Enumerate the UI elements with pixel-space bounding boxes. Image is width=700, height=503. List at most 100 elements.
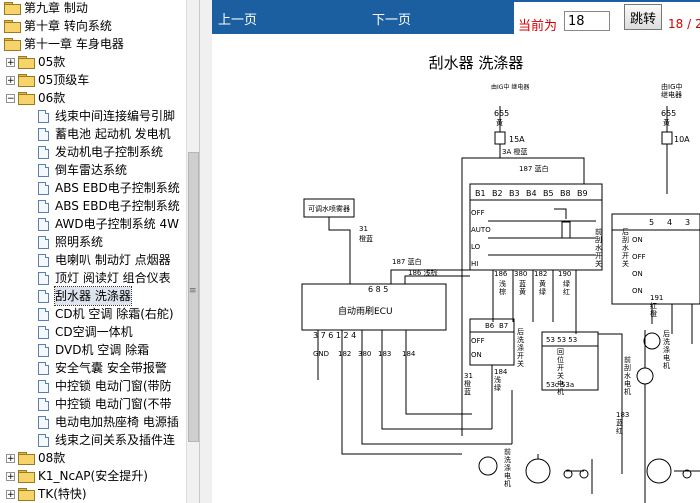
diagram-label: 187 蓝白 xyxy=(519,164,549,173)
document-icon xyxy=(38,343,49,357)
document-icon xyxy=(38,181,49,195)
tree-item-label: 线束之间关系及插件连 xyxy=(55,433,176,447)
tree-document[interactable]: 倒车雷达系统 xyxy=(38,161,127,179)
tree-item-label: TK(特快) xyxy=(38,487,87,501)
tree-document[interactable]: 中控锁 电动门窗(带防 xyxy=(38,377,172,395)
diagram-label: 380 xyxy=(358,350,371,358)
tree-item-label: 线束中间连接编号引脚 xyxy=(55,109,176,123)
expand-icon[interactable]: + xyxy=(6,489,15,500)
diagram-vertical-label: 红橙 xyxy=(650,301,657,318)
diagram-label: 橙蓝 xyxy=(359,234,373,243)
tree-document[interactable]: 中控锁 电动门窗(不带 xyxy=(38,395,172,413)
folder-icon xyxy=(4,20,21,33)
tree-document[interactable]: 安全气囊 安全带报警 xyxy=(38,359,167,377)
tree-document[interactable]: 照明系统 xyxy=(38,233,103,251)
expand-icon[interactable]: + xyxy=(6,57,15,68)
document-icon xyxy=(38,361,49,375)
tree-document[interactable]: 刮水器 洗涤器 xyxy=(38,286,132,306)
diagram-vertical-label: 前刮水开关 xyxy=(595,227,602,268)
tree-folder[interactable]: −06款 xyxy=(6,89,65,107)
tree-document[interactable]: 顶灯 阅读灯 组合仪表 xyxy=(38,269,171,287)
switch-column-label: B8 xyxy=(560,189,571,198)
expand-icon[interactable]: + xyxy=(6,453,15,464)
diagram-vertical-label: 前洗涤电机 xyxy=(504,447,511,488)
switch-column-label: B9 xyxy=(577,189,588,198)
switch-row-label: LO xyxy=(471,243,481,251)
tree-document[interactable]: 发动机电子控制系统 xyxy=(38,143,163,161)
diagram-vertical-label: 黄绿 xyxy=(539,279,546,296)
diagram-label: GND xyxy=(313,350,329,358)
tree-item-label: 中控锁 电动门窗(不带 xyxy=(55,397,172,411)
document-icon xyxy=(38,217,49,231)
tree-folder[interactable]: 第十一章 车身电器 xyxy=(4,35,124,53)
document-icon xyxy=(38,397,49,411)
tree-folder[interactable]: 第九章 制动 xyxy=(4,0,88,17)
tree-folder[interactable]: + K1_NcAP(安全提升) xyxy=(6,467,148,485)
tree-item-label: K1_NcAP(安全提升) xyxy=(38,469,148,483)
page-number-input[interactable] xyxy=(564,11,610,31)
tree-document[interactable]: CD空调一体机 xyxy=(38,323,133,341)
switch-column-label: 5 xyxy=(649,218,654,227)
page-jump-panel: 当前为 跳转 18 / 2 xyxy=(514,2,700,34)
tree-document[interactable]: 线束中间连接编号引脚 xyxy=(38,107,175,125)
document-icon xyxy=(38,379,49,393)
diagram-vertical-label: 蓝黄 xyxy=(519,279,526,296)
switch-row-label: ON xyxy=(632,270,643,278)
tree-item-label: 08款 xyxy=(38,451,66,465)
tree-document[interactable]: 蓄电池 起动机 发电机 xyxy=(38,125,171,143)
diagram-label: 190 xyxy=(558,270,571,278)
diagram-vertical-label: 浅绿 xyxy=(494,375,501,392)
go-button[interactable]: 跳转 xyxy=(624,4,662,30)
document-icon xyxy=(38,199,49,213)
scrollbar-thumb[interactable] xyxy=(188,152,199,442)
document-icon xyxy=(38,433,49,447)
switch-row-label: OFF xyxy=(471,209,485,217)
tree-item-label: 第九章 制动 xyxy=(24,1,88,15)
tree-document[interactable]: ABS EBD电子控制系统 xyxy=(38,179,180,197)
diagram-vertical-label: 后刮水开关 xyxy=(622,227,629,268)
collapse-icon[interactable]: − xyxy=(6,93,15,104)
folder-icon xyxy=(18,74,35,87)
document-icon xyxy=(38,163,49,177)
tree-item-label: 05顶级车 xyxy=(38,73,90,87)
tree-folder[interactable]: +05款 xyxy=(6,53,65,71)
expand-icon[interactable]: + xyxy=(6,75,15,86)
tree-document[interactable]: 电喇叭 制动灯 点烟器 xyxy=(38,251,171,269)
tree-item-label: 发动机电子控制系统 xyxy=(55,145,164,159)
navigation-bar: 上一页 下一页 当前为 跳转 18 / 2 xyxy=(212,0,700,34)
switch-column-label: B3 xyxy=(509,189,520,198)
tree-item-label: 刮水器 洗涤器 xyxy=(54,286,132,306)
tree-item-label: 倒车雷达系统 xyxy=(55,163,128,177)
scrollbar-grip-icon: ≡ xyxy=(189,286,197,296)
switch-column-label: 3 xyxy=(685,218,690,227)
tree-folder[interactable]: 第十章 转向系统 xyxy=(4,17,112,35)
diagram-vertical-label: 后洗涤开关 xyxy=(517,327,524,368)
diagram-label: 191 xyxy=(650,294,663,302)
diagram-label: 6 8 5 xyxy=(368,285,388,294)
tree-document[interactable]: ABS EBD电子控制系统 xyxy=(38,197,180,215)
document-icon xyxy=(38,415,49,429)
document-icon xyxy=(38,127,49,141)
tree-vertical-scrollbar[interactable]: ≡ xyxy=(186,0,200,503)
tree-document[interactable]: DVD机 空调 除霜 xyxy=(38,341,149,359)
tree-folder[interactable]: +08款 xyxy=(6,449,65,467)
tree-item-label: CD空调一体机 xyxy=(55,325,133,339)
diagram-label: 380 xyxy=(514,270,527,278)
tree-document[interactable]: 线束之间关系及插件连 xyxy=(38,431,175,449)
tree-folder[interactable]: +05顶级车 xyxy=(6,71,89,89)
expand-icon[interactable]: + xyxy=(6,471,15,482)
document-icon xyxy=(38,253,49,267)
diagram-title: 刮水器 洗涤器 xyxy=(429,54,524,72)
diagram-label: 可调水喷雾器 xyxy=(308,204,350,213)
next-page-link[interactable]: 下一页 xyxy=(372,13,412,28)
prev-page-link[interactable]: 上一页 xyxy=(218,13,258,28)
switch-column-label: B7 xyxy=(499,322,508,330)
tree-folder[interactable]: + TK(特快) xyxy=(6,485,87,503)
tree-document[interactable]: CD机 空调 除霜(右舵) xyxy=(38,305,174,323)
switch-row-label: OFF xyxy=(471,337,485,345)
tree-document[interactable]: AWD电子控制系统 4W xyxy=(38,215,179,233)
tree-item-label: ABS EBD电子控制系统 xyxy=(55,199,180,213)
folder-icon xyxy=(4,2,21,15)
folder-icon xyxy=(18,488,35,501)
tree-document[interactable]: 电动电加热座椅 电源插 xyxy=(38,413,179,431)
